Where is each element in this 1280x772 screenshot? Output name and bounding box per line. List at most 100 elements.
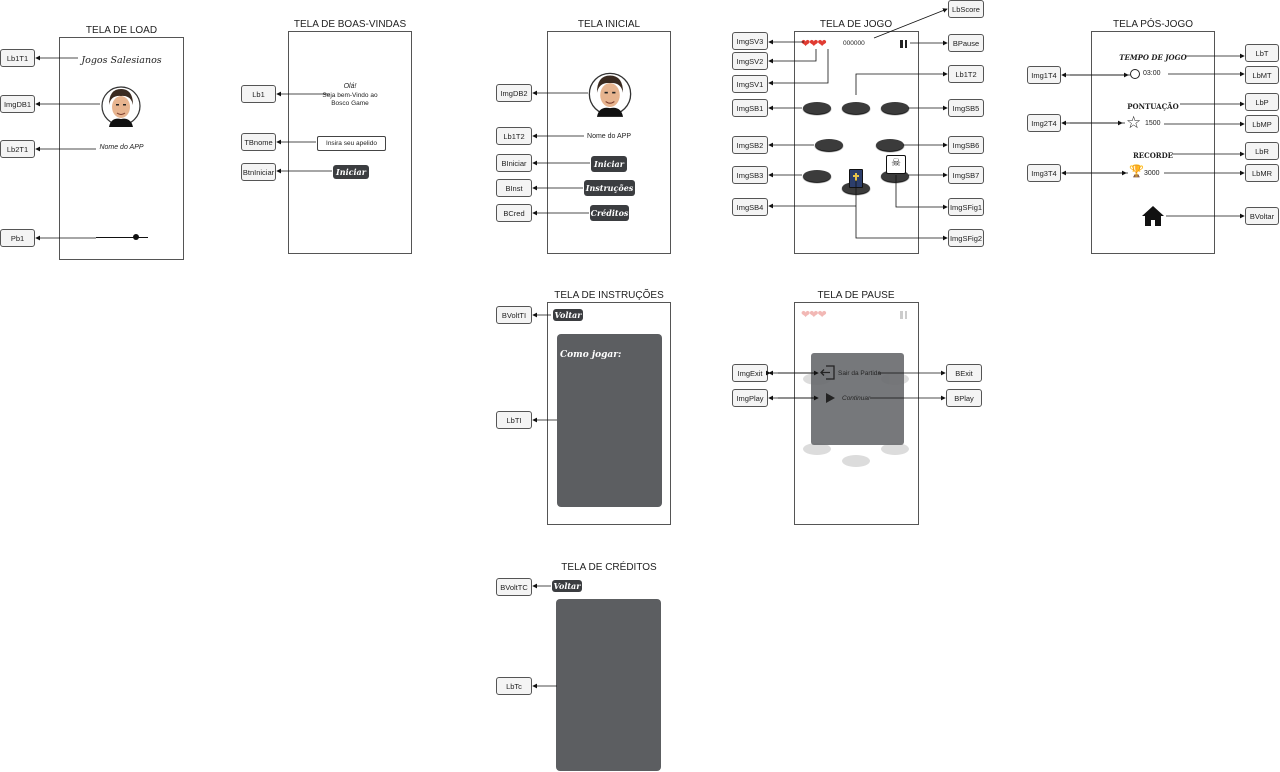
- nickname-input[interactable]: Insira seu apelido: [317, 136, 386, 151]
- instructions-screen-title: TELA DE INSTRUÇÕES: [554, 290, 664, 301]
- label-biniciar: BIniciar: [496, 154, 532, 172]
- time-heading: TEMPO DE JOGO: [1119, 53, 1187, 62]
- game-screen-title: TELA DE JOGO: [819, 19, 893, 30]
- label-imgdb2: ImgDB2: [496, 84, 532, 102]
- how-to-play-label: Como jogar:: [560, 350, 622, 360]
- faded-hole: [842, 455, 870, 467]
- label-lbmt: LbMT: [1245, 66, 1279, 84]
- pause-screen-title: TELA DE PAUSE: [817, 290, 895, 301]
- faded-hole: [803, 443, 831, 455]
- heart-icon: ❤: [809, 309, 818, 321]
- label-imgsb4: ImgSB4: [732, 198, 768, 216]
- label-imgsb7: ImgSB7: [948, 166, 984, 184]
- heart-icon: ❤: [801, 309, 810, 321]
- pause-icon[interactable]: [899, 40, 908, 49]
- label-bexit: BExit: [946, 364, 982, 382]
- home-screen-title: TELA INICIAL: [577, 19, 641, 30]
- postgame-screen: TEMPO DE JOGO 03:00 PONTUAÇÃO ☆ 1500 REC…: [1091, 31, 1215, 254]
- exit-icon[interactable]: [820, 365, 836, 380]
- game-screen: ❤❤❤ 000000 ☠: [794, 31, 919, 254]
- credits-panel: [556, 599, 661, 771]
- faded-hole: [881, 443, 909, 455]
- heart-icon: ❤: [817, 309, 826, 321]
- label-imgsfig2: ImgSFig2: [948, 229, 984, 247]
- label-img3t4: Img3T4: [1027, 164, 1061, 182]
- home-app-name: Nome do APP: [587, 133, 631, 140]
- progress-bar: [96, 237, 148, 238]
- label-bvoltar: BVoltar: [1245, 207, 1279, 225]
- instructions-screen: Voltar Como jogar:: [547, 302, 671, 525]
- label-pb1: Pb1: [0, 229, 35, 247]
- home-start-button[interactable]: Iniciar: [591, 156, 627, 172]
- label-img2t4: Img2T4: [1027, 114, 1061, 132]
- hole-sb5[interactable]: [842, 102, 870, 114]
- label-img1t4: Img1T4: [1027, 66, 1061, 84]
- label-lb2t1: Lb2T1: [0, 140, 35, 158]
- postgame-screen-title: TELA PÓS-JOGO: [1112, 19, 1194, 30]
- hole-sb5b[interactable]: [881, 102, 909, 114]
- label-imgsb3: ImgSB3: [732, 166, 768, 184]
- home-credits-button[interactable]: Créditos: [590, 205, 629, 221]
- label-lbscore: LbScore: [948, 0, 984, 18]
- label-lb1: Lb1: [241, 85, 276, 103]
- label-imgsb5: ImgSB5: [948, 99, 984, 117]
- welcome-screen-title: TELA DE BOAS-VINDAS: [293, 19, 407, 30]
- don-bosco-avatar-icon: [588, 69, 632, 119]
- label-imgsv3: ImgSV3: [732, 32, 768, 50]
- welcome-start-button[interactable]: Iniciar: [333, 165, 369, 179]
- label-imgsv1: ImgSV1: [732, 75, 768, 93]
- hole-sb6[interactable]: [876, 139, 904, 151]
- label-imgsb2: ImgSB2: [732, 136, 768, 154]
- pause-screen: ❤❤❤ Sair da Partida Continuar: [794, 302, 919, 525]
- label-binst: BInst: [496, 179, 532, 197]
- load-app-heading: Jogos Salesianos: [81, 55, 162, 66]
- credits-back-button[interactable]: Voltar: [552, 580, 582, 592]
- label-lbr: LbR: [1245, 142, 1279, 160]
- load-screen-title: TELA DE LOAD: [85, 25, 158, 36]
- label-imgplay: ImgPlay: [732, 389, 768, 407]
- home-screen: Nome do APP Iniciar Instruções Créditos: [547, 31, 671, 254]
- label-lbp: LbP: [1245, 93, 1279, 111]
- home-instructions-button[interactable]: Instruções: [584, 180, 635, 196]
- welcome-greeting-1: Olá!: [343, 83, 357, 90]
- game-score: 000000: [843, 40, 865, 47]
- label-imgsfig1: ImgSFig1: [948, 198, 984, 216]
- record-heading: RECORDE: [1132, 151, 1174, 160]
- instructions-panel: Como jogar:: [557, 334, 662, 507]
- play-icon[interactable]: [826, 393, 835, 403]
- progress-knob: [133, 234, 139, 240]
- label-lb1t1: Lb1T1: [0, 49, 35, 67]
- label-bcred: BCred: [496, 204, 532, 222]
- label-bplay: BPlay: [946, 389, 982, 407]
- faded-hearts: ❤❤❤: [801, 308, 827, 321]
- label-lb1t2-game: Lb1T2: [948, 65, 984, 83]
- hole-sb1[interactable]: [803, 102, 831, 114]
- hole-sb3[interactable]: [803, 170, 831, 182]
- home-icon[interactable]: [1141, 205, 1165, 227]
- instructions-back-button[interactable]: Voltar: [553, 309, 583, 321]
- label-imgsb1: ImgSB1: [732, 99, 768, 117]
- hole-sb2[interactable]: [815, 139, 843, 151]
- trophy-icon: 🏆: [1129, 164, 1144, 178]
- continue-text[interactable]: Continuar: [842, 395, 871, 402]
- heart-icon: ❤: [817, 38, 826, 50]
- label-lbt: LbT: [1245, 44, 1279, 62]
- label-imgsv2: ImgSV2: [732, 52, 768, 70]
- score-value: 1500: [1145, 120, 1161, 127]
- skull-book-icon: ☠: [886, 155, 906, 174]
- label-btniniciar: BtnIniciar: [241, 163, 276, 181]
- don-bosco-avatar-icon: [101, 83, 141, 129]
- label-bvolttc: BVoltTC: [496, 578, 532, 596]
- label-bvoltti: BVoltTI: [496, 306, 532, 324]
- exit-text[interactable]: Sair da Partida: [838, 370, 881, 377]
- hearts: ❤❤❤: [801, 37, 827, 50]
- label-tbnome: TBnome: [241, 133, 276, 151]
- label-lbmr: LbMR: [1245, 164, 1279, 182]
- score-heading: PONTUAÇÃO: [1127, 102, 1179, 111]
- record-value: 3000: [1144, 170, 1160, 177]
- welcome-greeting-2: Seja bem-Vindo ao: [322, 92, 378, 99]
- welcome-greeting-3: Bosco Game: [331, 100, 369, 107]
- welcome-screen: Olá! Seja bem-Vindo ao Bosco Game Insira…: [288, 31, 412, 254]
- label-lbmp: LbMP: [1245, 115, 1279, 133]
